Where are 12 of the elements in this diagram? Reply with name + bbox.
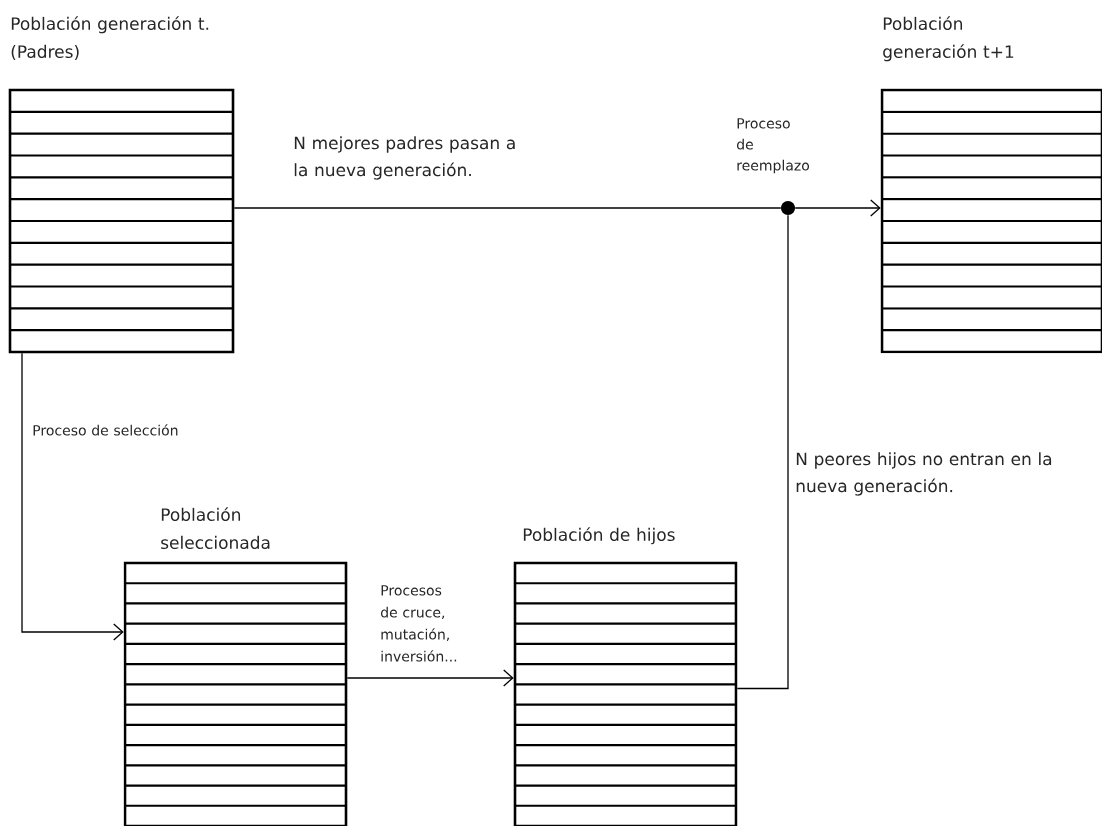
population-heading: Población generación t+1 xyxy=(883,16,1014,62)
edge-label: N mejores padres pasan a la nueva generación. xyxy=(294,136,515,180)
arrow xyxy=(346,669,514,687)
edge-label: Proceso de selección xyxy=(33,424,178,436)
population-heading: Población generación t. (Padres) xyxy=(11,16,209,61)
population-heading: Población seleccionada xyxy=(161,507,270,550)
edge-label: N peores hijos no entran en la nueva generación. xyxy=(796,452,1052,496)
arrow xyxy=(21,352,124,641)
process-label: Proceso de reemplazo xyxy=(737,118,810,174)
edge-label: Procesos de cruce, mutación, inversión... xyxy=(381,585,457,662)
population-heading: Población de hijos xyxy=(523,527,675,545)
arrow xyxy=(794,199,881,217)
